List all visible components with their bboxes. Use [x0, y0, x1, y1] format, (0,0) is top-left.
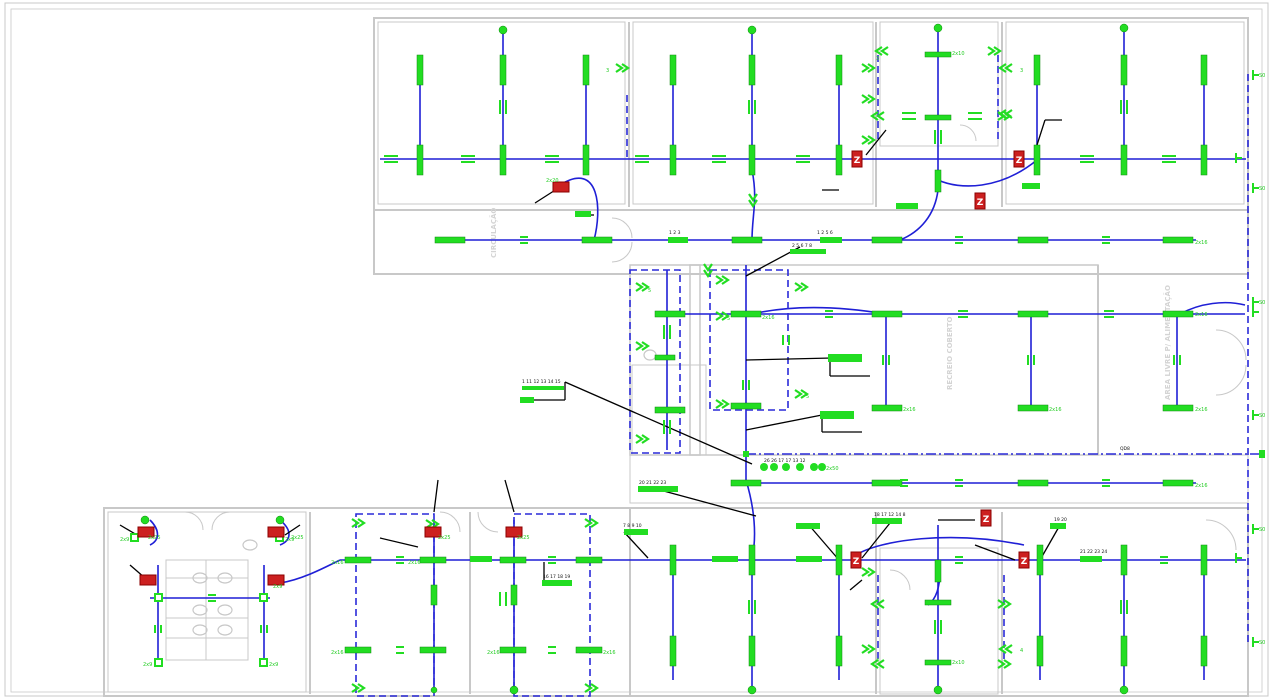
fixture-label: 2x16	[762, 315, 775, 321]
panel-label: Z	[983, 515, 990, 525]
switch-number: 3	[1020, 68, 1023, 74]
circuit-numbers: 1 11 12 13 14 15	[522, 379, 561, 385]
wall-sockets	[130, 533, 284, 667]
fixture-label: 2x9	[120, 537, 129, 543]
panel-label: Z	[977, 198, 984, 208]
fixture-label: 2x16	[408, 560, 421, 566]
switch-number: 5	[648, 288, 651, 294]
circuit-numbers: 1 2 3	[669, 230, 681, 236]
circuit-numbers: 1 2 5 6	[817, 230, 833, 236]
panel-marks: Z Z Z Z Z Z	[853, 156, 1028, 567]
fixture-label: S0	[1259, 186, 1265, 192]
ceiling-outlets	[140, 23, 1129, 695]
fixture-label: 2x10	[952, 660, 965, 666]
light-fixtures	[344, 51, 1208, 667]
switch-number: 3	[876, 56, 879, 62]
label-recreio-coberto: RECREIO COBERTO	[946, 316, 954, 390]
leader-lines	[119, 119, 1062, 591]
fixture-label: S0	[1259, 300, 1265, 306]
junction-markers	[154, 100, 1181, 654]
toilet-fixtures	[192, 349, 657, 636]
fixture-label: 2x16	[1195, 483, 1208, 489]
fixture-label: S0	[1259, 73, 1265, 79]
right-edge-outlets	[1235, 70, 1259, 647]
fixture-label: 2x10	[952, 51, 965, 57]
fixture-label: 2x16	[603, 650, 616, 656]
panel-box	[851, 150, 863, 168]
switch-number: 3	[606, 68, 609, 74]
fixture-label: S0	[1259, 527, 1265, 533]
panel-box	[980, 509, 992, 527]
panel-label: Z	[1016, 156, 1023, 166]
circuit-numbers: QD8	[1120, 446, 1130, 452]
panel-box	[505, 526, 523, 538]
panel-box	[267, 526, 285, 538]
fixture-label: 2x9	[285, 537, 294, 543]
fixture-label: 2x16	[1049, 407, 1062, 413]
fixture-label: 2x16	[1195, 407, 1208, 413]
fixture-label: 2x20	[546, 178, 559, 184]
circuit-numbers: 21 22 23 24	[1080, 549, 1107, 555]
switch-number: 4	[1020, 648, 1023, 654]
circuit-numbers: 20 21 22 23	[639, 480, 666, 486]
fixture-label: 2x25	[517, 535, 530, 541]
panel-box	[1013, 150, 1025, 168]
circuit-numbers: 2 5 6 7 8	[792, 243, 812, 249]
switch-clusters	[470, 183, 1265, 586]
panel-box	[850, 551, 862, 569]
fixture-label: 2x16	[1195, 312, 1208, 318]
fixture-label: 2x16	[903, 407, 916, 413]
panel-box	[552, 181, 570, 193]
fixture-text: 2x16 2x16 2x16 2x16 2x16 2x16 2x16 2x16 …	[120, 51, 1265, 668]
switch-number: 4	[876, 658, 879, 664]
switch-number: 5	[727, 316, 730, 322]
circuit-numbers: 16 17 18 19	[543, 574, 570, 580]
distribution-panels	[137, 150, 1030, 586]
fixture-label: 2x25	[148, 535, 161, 541]
fixture-label: 2x9	[269, 662, 278, 668]
panel-box	[1018, 551, 1030, 569]
fixture-label: 2x16	[331, 560, 344, 566]
switch-number: 5	[806, 394, 809, 400]
fixture-label: 2x9	[273, 584, 282, 590]
circuit-numbers: 18 17 12 14 8	[874, 512, 906, 518]
circuit-text: QD8 1 2 3 2 5 6 7 8 1 2 5 6 1 11 12 13 1…	[522, 230, 1130, 580]
switch-symbols	[351, 46, 1013, 693]
fixture-label: 2x9	[143, 662, 152, 668]
door-swings	[184, 124, 1247, 591]
building-walls	[103, 17, 1249, 697]
circuit-numbers: 19 20	[1054, 517, 1067, 523]
fixture-label: 2x25	[438, 535, 451, 541]
panel-label: Z	[1021, 557, 1028, 567]
fixture-label: 2x16	[331, 650, 344, 656]
label-circulacao: CIRCULAÇÃO	[489, 208, 498, 258]
fixture-label: 2x16	[1195, 240, 1208, 246]
panel-label: Z	[854, 156, 861, 166]
conduit-runs	[149, 26, 1246, 690]
fixture-label: S0	[1259, 413, 1265, 419]
label-area-livre: AREA LIVRE P/ ALIMENTAÇÃO	[1163, 285, 1172, 400]
fixture-label: 2x25	[291, 535, 304, 541]
panel-label: Z	[853, 557, 860, 567]
fixture-label: S0	[1259, 640, 1265, 646]
panel-box	[267, 574, 285, 586]
circuit-numbers: 26 26 17 17 13 12	[764, 458, 806, 464]
circuit-numbers: 7 8 9 10	[623, 523, 642, 529]
fixture-label: 2x50	[826, 466, 839, 472]
panel-box	[139, 574, 157, 586]
panel-box	[137, 526, 155, 538]
panel-box	[974, 192, 986, 210]
panel-box	[424, 526, 442, 538]
fixture-label: 2x16	[487, 650, 500, 656]
room-labels: CIRCULAÇÃO RECREIO COBERTO AREA LIVRE P/…	[489, 208, 1172, 400]
